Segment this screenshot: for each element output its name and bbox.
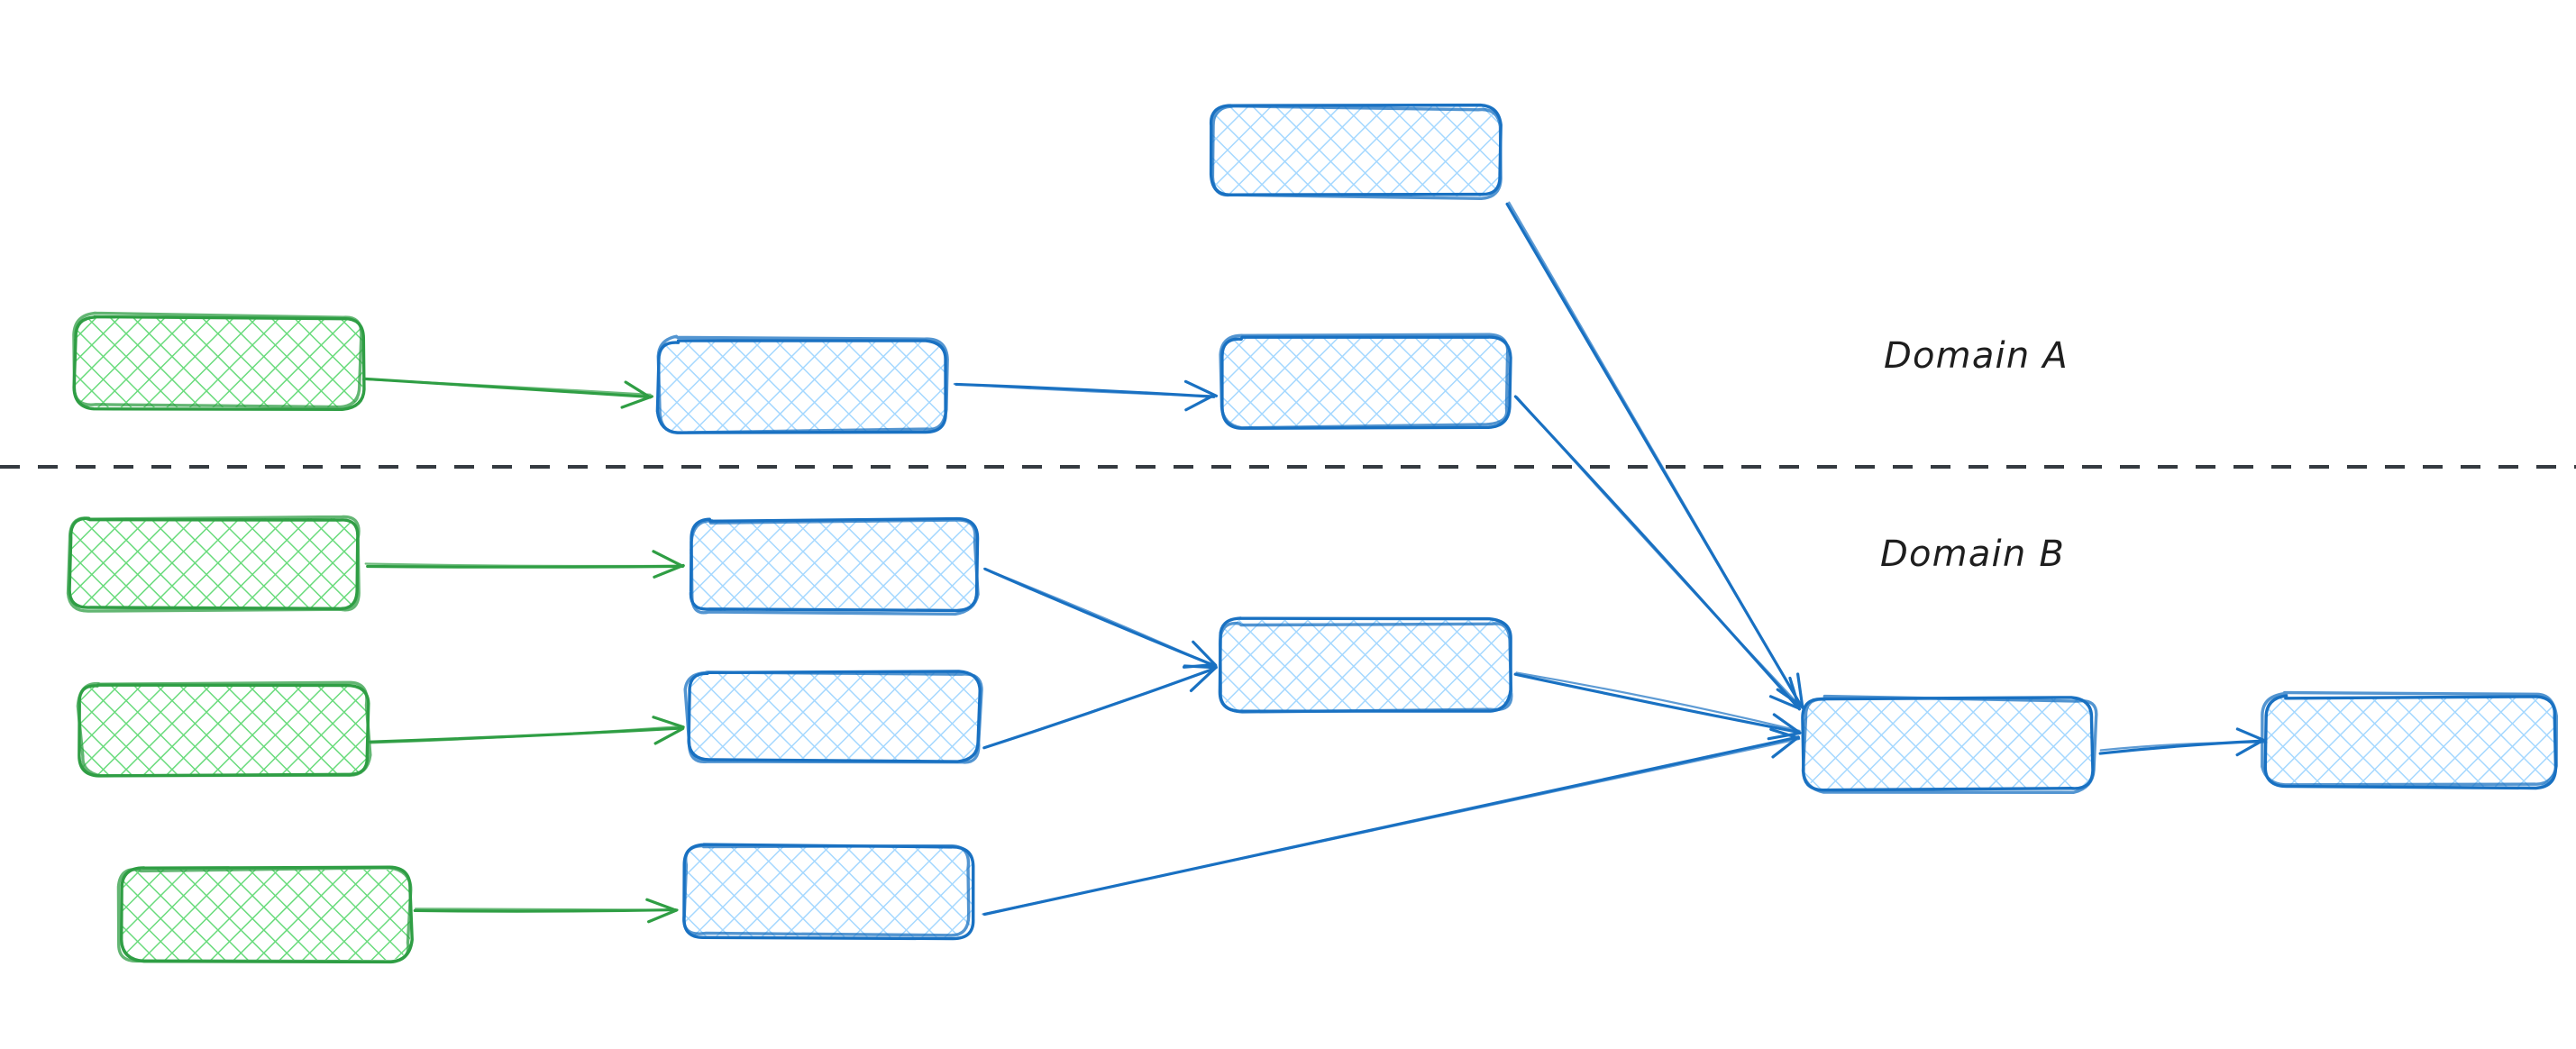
node-outline [1801, 694, 2098, 794]
node-b-process-1[interactable] [689, 516, 980, 616]
edge-stroke [982, 567, 1219, 669]
node-b-hub[interactable] [1801, 694, 2098, 794]
node-fill [683, 847, 972, 937]
edge-arrowhead [1772, 713, 1802, 734]
node-b-merge-1[interactable] [1218, 616, 1513, 714]
node-outline [66, 515, 361, 613]
node-fill [690, 521, 978, 611]
edge-arrowhead [1769, 727, 1800, 740]
node-fill [1804, 698, 2093, 789]
nodes-layer [66, 103, 2558, 964]
node-fill [1212, 106, 1501, 196]
edge-stroke [953, 382, 1215, 397]
node-fill [122, 870, 410, 960]
edge-b-hub-to-b-sink[interactable] [2098, 727, 2268, 757]
node-outline [76, 680, 372, 778]
node-b-source-2[interactable] [76, 680, 372, 778]
edge-stroke [1516, 396, 1803, 708]
node-fill [70, 518, 359, 608]
node-a-process-3[interactable] [1209, 103, 1503, 201]
edge-arrowhead [1183, 379, 1219, 397]
edge-stroke [2099, 741, 2268, 752]
edge-arrowhead [653, 726, 685, 745]
edge-arrowhead [2235, 738, 2265, 757]
edge-arrowhead [1189, 667, 1217, 693]
edge-b-source-3-to-b-process-3[interactable] [413, 898, 679, 924]
node-b-source-1[interactable] [66, 515, 361, 613]
edge-arrowhead [2235, 727, 2265, 742]
node-fill [79, 685, 368, 775]
node-outline [682, 844, 971, 937]
node-outline [1219, 333, 1510, 430]
node-b-source-3[interactable] [116, 865, 414, 964]
edge-a-process-3-to-b-hub[interactable] [1505, 201, 1805, 709]
edge-stroke [1515, 671, 1801, 733]
edge-stroke [364, 562, 686, 568]
node-outline [1218, 621, 1513, 714]
node-fill [74, 317, 362, 407]
domain-a-label: Domain A [1884, 335, 2069, 377]
edge-arrowhead [652, 716, 685, 729]
node-fill [1221, 338, 1510, 428]
node-fill [658, 341, 946, 431]
node-outline [656, 334, 949, 434]
node-outline [2261, 690, 2558, 787]
node-a-process-2[interactable] [1219, 333, 1512, 430]
edge-arrowhead [1767, 731, 1802, 741]
edge-b-process-2-to-b-merge-1[interactable] [982, 664, 1218, 750]
edge-arrowhead [1771, 735, 1800, 759]
edges-layer [361, 201, 2268, 924]
edge-stroke [1513, 672, 1802, 734]
edge-arrowhead [1796, 672, 1804, 709]
node-outline [683, 670, 983, 764]
node-outline [1210, 105, 1503, 201]
domain-b-label: Domain B [1880, 534, 2065, 575]
edge-b-source-2-to-b-process-2[interactable] [369, 716, 685, 745]
edge-arrowhead [647, 908, 679, 924]
node-outline [1801, 696, 2095, 792]
node-fill [1221, 620, 1510, 710]
edge-b-source-1-to-b-process-1[interactable] [364, 550, 686, 579]
edge-a-process-2-to-b-hub[interactable] [1513, 395, 1803, 711]
edge-stroke [1508, 201, 1803, 707]
node-outline [72, 311, 363, 409]
edge-arrowhead [645, 898, 678, 912]
edge-arrowhead [624, 380, 652, 399]
node-outline [116, 866, 413, 963]
edge-a-source-1-to-a-process-1[interactable] [361, 377, 653, 409]
edge-arrowhead [653, 563, 685, 579]
edge-b-merge-1-to-b-hub[interactable] [1513, 671, 1802, 741]
edge-stroke [982, 668, 1216, 750]
edge-b-process-1-to-b-merge-1[interactable] [982, 567, 1219, 669]
node-b-sink[interactable] [2261, 690, 2558, 790]
edge-arrowhead [1768, 695, 1800, 710]
edge-arrowhead [1184, 393, 1216, 412]
edge-stroke [982, 737, 1801, 916]
node-b-process-2[interactable] [683, 670, 983, 764]
edge-arrowhead [620, 395, 653, 409]
node-fill [2267, 697, 2555, 787]
edge-arrowhead [1788, 676, 1801, 711]
edge-stroke [414, 908, 679, 911]
node-fill [690, 671, 978, 762]
edge-b-process-3-to-b-hub[interactable] [982, 727, 1801, 917]
node-a-process-1[interactable] [655, 334, 949, 434]
node-a-source-1[interactable] [72, 311, 366, 412]
edge-arrowhead [652, 550, 684, 568]
edge-stroke [369, 725, 683, 744]
node-outline [690, 518, 980, 616]
node-outline [1209, 103, 1503, 196]
edge-arrowhead [1183, 664, 1218, 670]
edge-stroke [361, 378, 652, 397]
edge-a-process-1-to-a-process-2[interactable] [953, 379, 1219, 412]
edge-arrowhead [1192, 640, 1218, 667]
node-b-process-3[interactable] [682, 843, 975, 941]
